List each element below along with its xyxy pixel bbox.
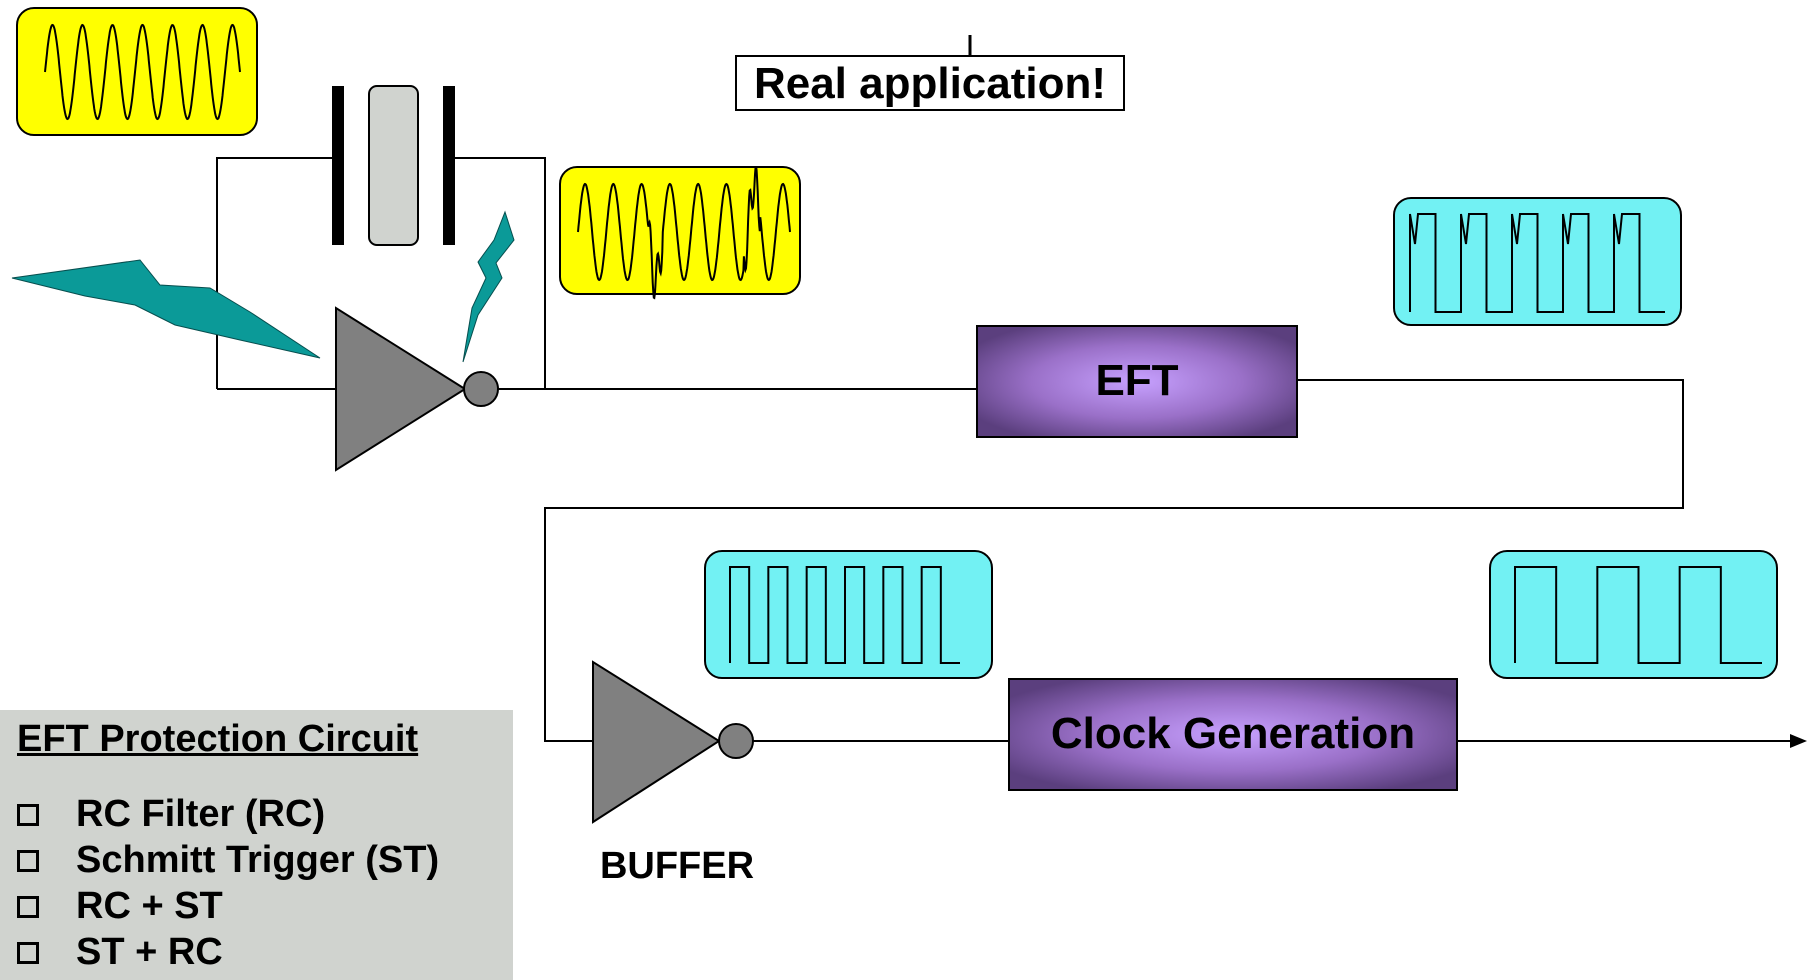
page-title: Real application!	[754, 59, 1106, 108]
noisy-sine-box	[559, 166, 801, 295]
spiky-square-wave	[1409, 213, 1665, 313]
lightning-bolt-icon	[462, 210, 515, 363]
protection-option-label: Schmitt Trigger (ST)	[76, 839, 440, 882]
noisy-sine-wave	[577, 166, 791, 300]
eft-block	[976, 325, 1298, 438]
checkbox-icon	[17, 849, 39, 872]
checkbox-icon	[17, 941, 39, 964]
protection-panel-title: EFT Protection Circuit	[17, 718, 419, 760]
buffered-square-box	[704, 550, 993, 679]
buffer-label: BUFFER	[600, 845, 754, 887]
protection-options-list: RC Filter (RC) Schmitt Trigger (ST) RC +…	[17, 792, 513, 976]
buffer-gate-icon	[592, 660, 754, 824]
buffered-square-wave	[729, 566, 960, 664]
protection-option: RC Filter (RC)	[17, 792, 513, 838]
loop-wire-right	[448, 157, 546, 389]
inverter-gate-icon	[335, 306, 499, 472]
lightning-bolt-icon	[11, 259, 321, 359]
eft-protection-panel: EFT Protection Circuit RC Filter (RC) Sc…	[0, 710, 513, 980]
eft-block-label: EFT	[1095, 356, 1178, 405]
clean-sine-box	[16, 7, 258, 136]
checkbox-icon	[17, 803, 39, 826]
clean-sine-wave	[44, 23, 241, 121]
arrow-icon	[1790, 734, 1807, 748]
protection-option: RC + ST	[17, 884, 513, 930]
clock-square-wave	[1514, 566, 1762, 664]
protection-option: Schmitt Trigger (ST)	[17, 838, 513, 884]
crystal-oscillator-icon	[332, 85, 455, 246]
clock-generation-block	[1008, 678, 1458, 791]
protection-option-label: RC + ST	[76, 885, 223, 928]
title-box	[735, 55, 1125, 111]
wire-eft-to-buffer	[544, 379, 1684, 742]
protection-option-label: ST + RC	[76, 931, 223, 974]
protection-option: ST + RC	[17, 930, 513, 976]
clock-square-box	[1489, 550, 1778, 679]
clock-generation-label: Clock Generation	[1051, 709, 1415, 758]
protection-option-label: RC Filter (RC)	[76, 793, 326, 836]
checkbox-icon	[17, 895, 39, 918]
loop-wire-left	[216, 157, 336, 389]
